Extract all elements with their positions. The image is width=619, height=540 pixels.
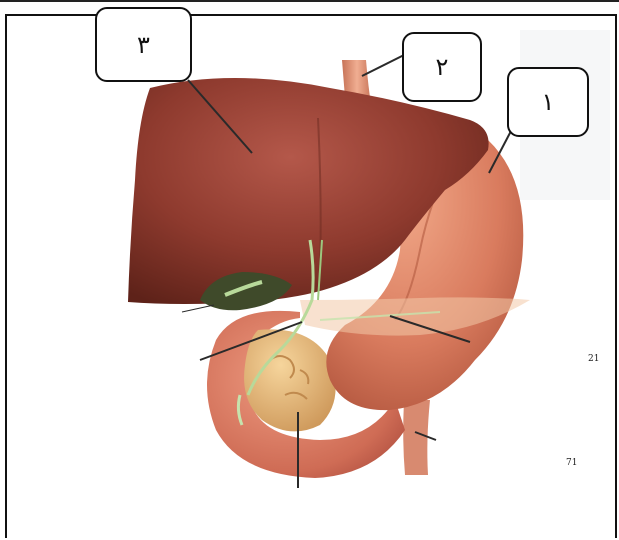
label-box-3: ٣ (95, 7, 192, 82)
page-mark-1: 21 (588, 354, 599, 364)
leader-line-gallbladder (182, 305, 214, 312)
leader-line-2 (362, 55, 404, 76)
pancreas (244, 329, 336, 431)
page-mark-2: 71 (566, 458, 577, 468)
vessel-descending (403, 400, 430, 475)
label-box-1: ١ (507, 67, 589, 137)
label-box-2: ٢ (402, 32, 482, 102)
